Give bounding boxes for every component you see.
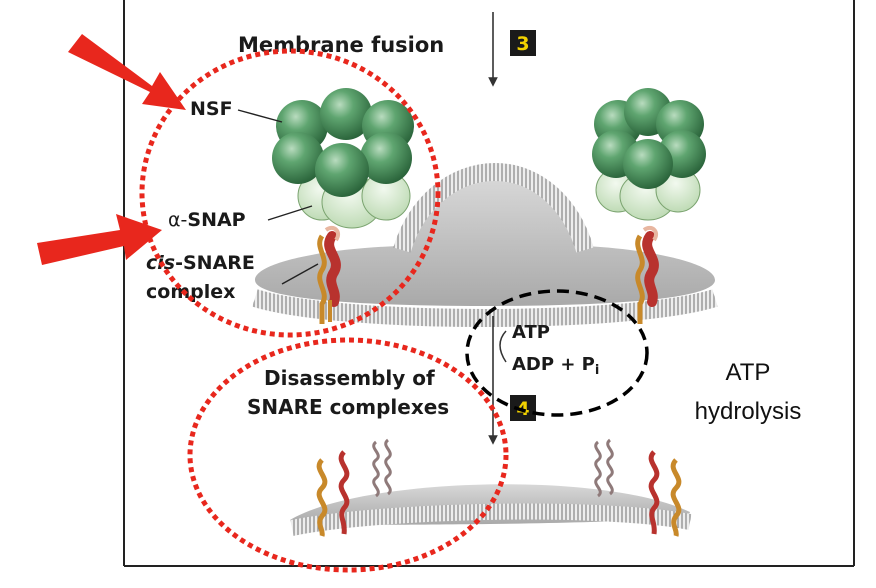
left-labels: NSF α-SNAP cis-SNARE complex [146, 98, 319, 303]
cis-snare-leader [281, 263, 319, 285]
nsf-snap-highlight-circle [139, 48, 441, 338]
complex-label: complex [146, 281, 235, 303]
nsf-label: NSF [190, 98, 233, 120]
left-nsf-hexamer [272, 88, 414, 197]
red-arrow-nsf [68, 34, 186, 110]
disassembly-line-2: SNARE complexes [247, 395, 449, 419]
alpha-snap-label: α-SNAP [168, 209, 246, 231]
target-membrane [290, 484, 692, 536]
right-nsf-hexamer [592, 88, 706, 189]
reaction-curve [499, 330, 507, 363]
left-alpha-snap [297, 171, 411, 229]
nsf-leader [237, 109, 283, 123]
annotation-line-1: ATP [726, 359, 771, 386]
atp-hydrolysis-highlight [465, 289, 649, 417]
right-snare-complex [635, 225, 659, 324]
fused-membrane [252, 162, 718, 328]
annotation-line-2: hydrolysis [695, 398, 802, 425]
step-3-badge [510, 30, 536, 56]
adp-pi-label: ADP + Pi [512, 354, 599, 378]
membrane-fusion-label: Membrane fusion [238, 33, 444, 57]
step-3-label: Membrane fusion 3 [238, 12, 536, 87]
step-4-label: ATP ADP + Pi Disassembly of SNARE comple… [247, 316, 599, 445]
free-snares-right [594, 438, 682, 537]
disassembly-highlight-circle [187, 337, 509, 573]
step-3-number: 3 [516, 33, 529, 55]
left-snare-complex [317, 225, 341, 324]
red-arrow-snap [37, 214, 162, 265]
figure-frame [123, 0, 855, 567]
disassembly-line-1: Disassembly of [264, 366, 435, 390]
atp-label: ATP [512, 322, 550, 343]
free-snares-left [316, 438, 392, 537]
snap-leader [267, 205, 313, 221]
